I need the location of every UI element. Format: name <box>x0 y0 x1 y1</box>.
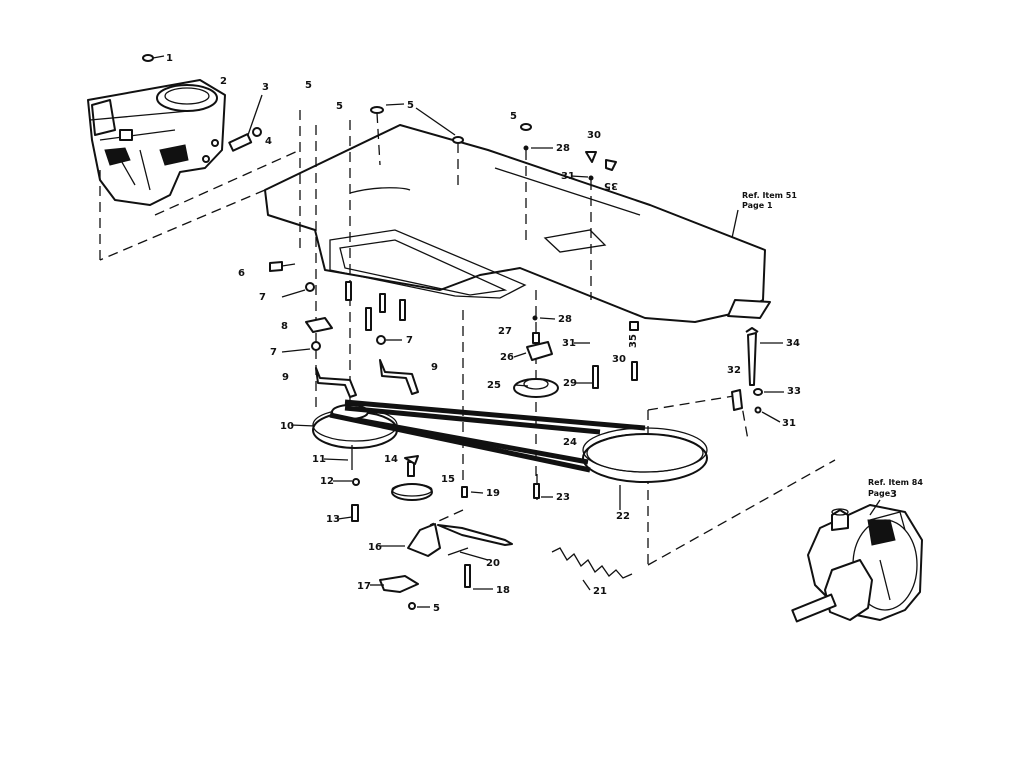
callout-24: 24 <box>563 437 577 448</box>
callout-labels: 1 2 3 4 5 5 5 5 5 6 7 7 7 8 9 9 10 11 12… <box>166 53 801 614</box>
callout-31b: 31 <box>562 338 576 349</box>
callout-leaders <box>281 103 881 608</box>
callout-21: 21 <box>593 586 607 597</box>
drive-pulleys-and-belt <box>312 399 708 483</box>
brake-linkage <box>379 523 513 610</box>
callout-23: 23 <box>556 492 570 503</box>
callout-20: 20 <box>486 558 500 569</box>
callout-15: 15 <box>441 474 455 485</box>
lower-hardware <box>351 445 540 522</box>
callout-17: 17 <box>357 581 371 592</box>
callout-26: 26 <box>500 352 514 363</box>
ref-84-line1: Ref. Item 84 <box>868 478 923 487</box>
callout-34: 34 <box>786 338 800 349</box>
callout-13: 13 <box>326 514 340 525</box>
callout-1: 1 <box>166 53 173 64</box>
callout-10: 10 <box>280 421 294 432</box>
callout-32: 32 <box>727 365 741 376</box>
clamp-and-idler-pulley <box>513 341 559 398</box>
callout-5b: 5 <box>336 101 343 112</box>
engine-assembly <box>87 79 226 206</box>
callout-31a: 31 <box>561 171 575 182</box>
callout-27: 27 <box>498 326 512 337</box>
callout-7a: 7 <box>259 292 266 303</box>
callout-31c: 31 <box>782 418 796 429</box>
callout-22: 22 <box>616 511 630 522</box>
ref-51-leader <box>731 209 739 239</box>
callout-33: 33 <box>787 386 801 397</box>
ref-84-page-number: 3 <box>890 489 897 500</box>
callout-6: 6 <box>238 268 245 279</box>
callout-19: 19 <box>486 488 500 499</box>
callout-16: 16 <box>368 542 382 553</box>
deck-bolts <box>269 261 639 389</box>
ref-51-line2: Page 1 <box>742 201 773 210</box>
callout-7c: 7 <box>406 335 413 346</box>
callout-5e: 5 <box>433 603 440 614</box>
tension-spring <box>551 547 633 579</box>
callout-25: 25 <box>487 380 501 391</box>
callout-5d: 5 <box>510 111 517 122</box>
callout-11: 11 <box>312 454 326 465</box>
callout-14: 14 <box>384 454 398 465</box>
idler-arms <box>315 359 419 398</box>
callout-29: 29 <box>563 378 577 389</box>
deck-top-hardware <box>370 106 617 300</box>
callout-2: 2 <box>220 76 227 87</box>
mower-deck <box>99 124 771 323</box>
callout-9a: 9 <box>282 372 289 383</box>
callout-28a: 28 <box>556 143 570 154</box>
callout-5c: 5 <box>407 100 414 111</box>
ref-84-line2: Page <box>868 489 891 498</box>
callout-35b: 35 <box>628 334 639 348</box>
callout-30a: 30 <box>587 130 601 141</box>
callout-9b: 9 <box>431 362 438 373</box>
callout-5a: 5 <box>305 80 312 91</box>
callout-30b: 30 <box>612 354 626 365</box>
callout-28b: 28 <box>558 314 572 325</box>
right-hardware <box>731 327 763 414</box>
reference-notes: Ref. Item 51 Page 1 Ref. Item 84 Page 3 <box>742 191 923 500</box>
callout-12: 12 <box>320 476 334 487</box>
callout-18: 18 <box>496 585 510 596</box>
callout-35a: 35 <box>604 180 618 191</box>
ref-51-line1: Ref. Item 51 <box>742 191 797 200</box>
callout-4: 4 <box>265 136 272 147</box>
transaxle-assembly <box>791 504 923 623</box>
engine-fasteners <box>142 54 263 163</box>
callout-7b: 7 <box>270 347 277 358</box>
callout-3: 3 <box>262 82 269 93</box>
callout-8: 8 <box>281 321 288 332</box>
